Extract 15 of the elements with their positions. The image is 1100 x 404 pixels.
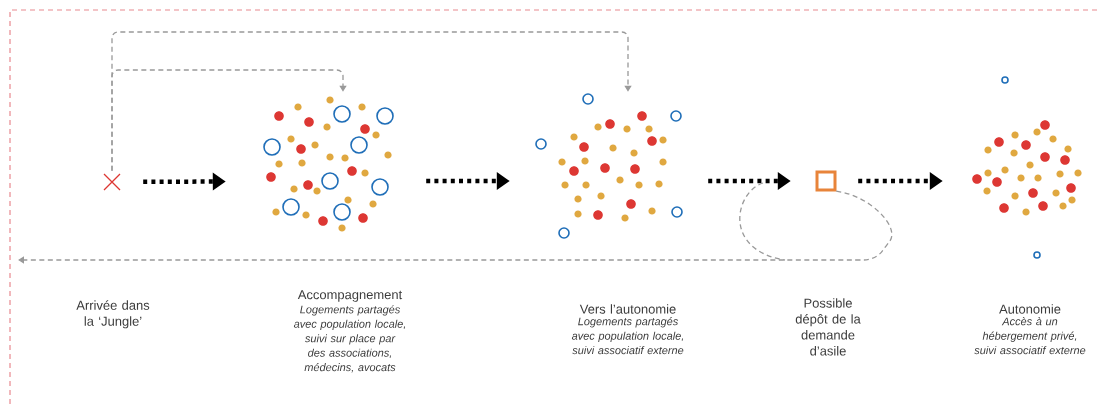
stage-title: Possible dépôt de la demande d’asile: [795, 298, 861, 356]
stage-title: Vers l’autonomie: [579, 304, 676, 314]
people-cluster-drawing: [972, 76, 1082, 259]
arrow: [18, 182, 893, 264]
square-mark: [815, 170, 837, 192]
stage-title: Accompagnement: [297, 290, 403, 302]
people-cluster-drawing: [263, 96, 394, 232]
stage-title: Arrivée dans la ‘Jungle’: [76, 300, 150, 329]
cross-mark: [103, 173, 121, 191]
stage-description: Accès à un hébergement privé, suivi associatif externe: [974, 317, 1086, 355]
stage-description: Logements partagés avec population locale, suivi associatif externe: [571, 317, 684, 355]
stage-description: Logements partagés avec population locale, suivi sur place par des associations, médecins, avocats: [293, 305, 406, 373]
people-cluster-drawing: [535, 93, 683, 239]
arrow: [111, 31, 632, 172]
stage-title: Autonomie: [999, 304, 1061, 314]
